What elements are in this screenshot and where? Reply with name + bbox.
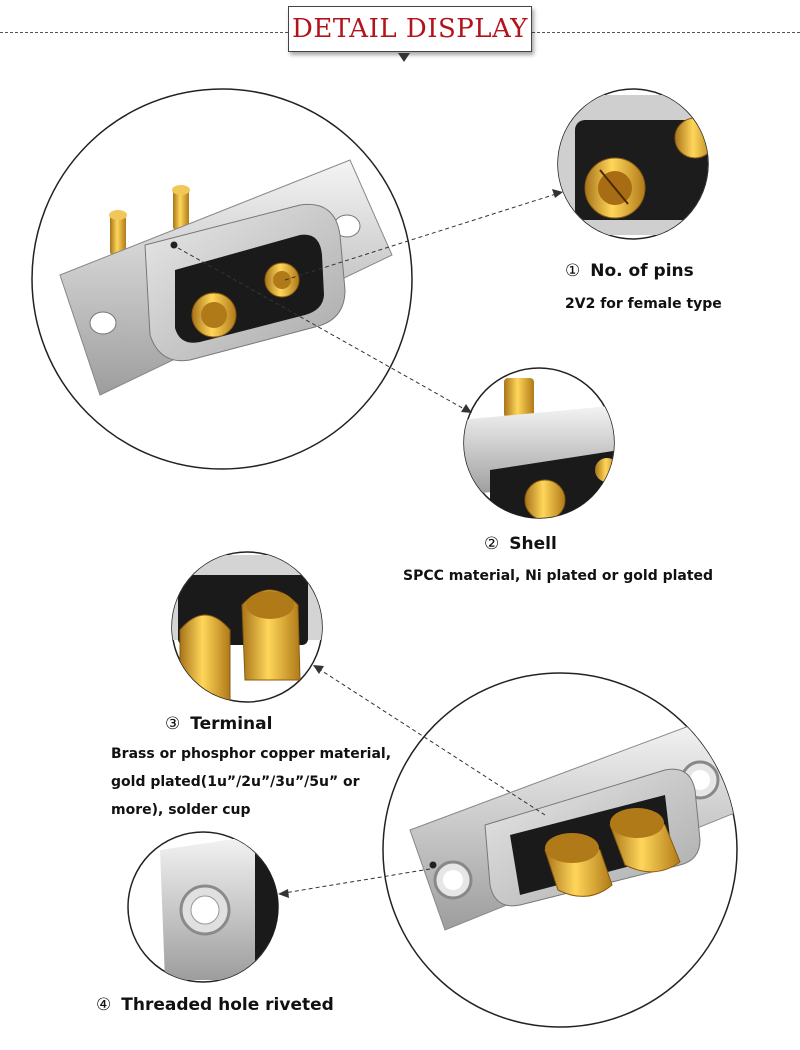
- feature-2-title: ② Shell: [484, 534, 557, 554]
- feature-3-number: ③: [165, 714, 181, 734]
- header-dash-right: [532, 32, 800, 33]
- feature-4-title: ④ Threaded hole riveted: [96, 995, 334, 1015]
- feature-3-title: ③ Terminal: [165, 714, 272, 734]
- terminal-closeup: [171, 551, 323, 703]
- riveted-hole-closeup: [127, 831, 279, 983]
- feature-2-name: Shell: [509, 534, 557, 554]
- feature-3-name: Terminal: [190, 714, 273, 734]
- feature-1-name: No. of pins: [590, 261, 694, 281]
- feature-2-description: SPCC material, Ni plated or gold plated: [403, 568, 714, 584]
- feature-3-desc-line-2: gold plated(1u”/2u”/3u”/5u” or: [111, 774, 360, 790]
- feature-1-description: 2V2 for female type: [565, 296, 722, 312]
- title-pointer-icon: [398, 53, 410, 62]
- leader-lines: [177, 193, 557, 894]
- feature-1-title: ① No. of pins: [565, 261, 694, 281]
- feature-2-number: ②: [484, 534, 500, 554]
- feature-3-description: Brass or phosphor copper material, gold …: [111, 740, 401, 824]
- connector-rear-photo: [382, 672, 738, 1028]
- shell-closeup: [463, 367, 615, 519]
- feature-4-number: ④: [96, 995, 112, 1015]
- feature-1-number: ①: [565, 261, 581, 281]
- connector-photo: [31, 88, 413, 470]
- feature-3-desc-line-3: more), solder cup: [111, 802, 251, 818]
- title-box: DETAIL DISPLAY: [288, 6, 532, 52]
- leader-arrowheads: [278, 189, 563, 898]
- feature-4-name: Threaded hole riveted: [121, 995, 334, 1015]
- page-title: DETAIL DISPLAY: [292, 14, 528, 44]
- feature-3-desc-line-1: Brass or phosphor copper material,: [111, 746, 392, 762]
- header-dash-left: [0, 32, 288, 33]
- pin-closeup: [557, 88, 709, 240]
